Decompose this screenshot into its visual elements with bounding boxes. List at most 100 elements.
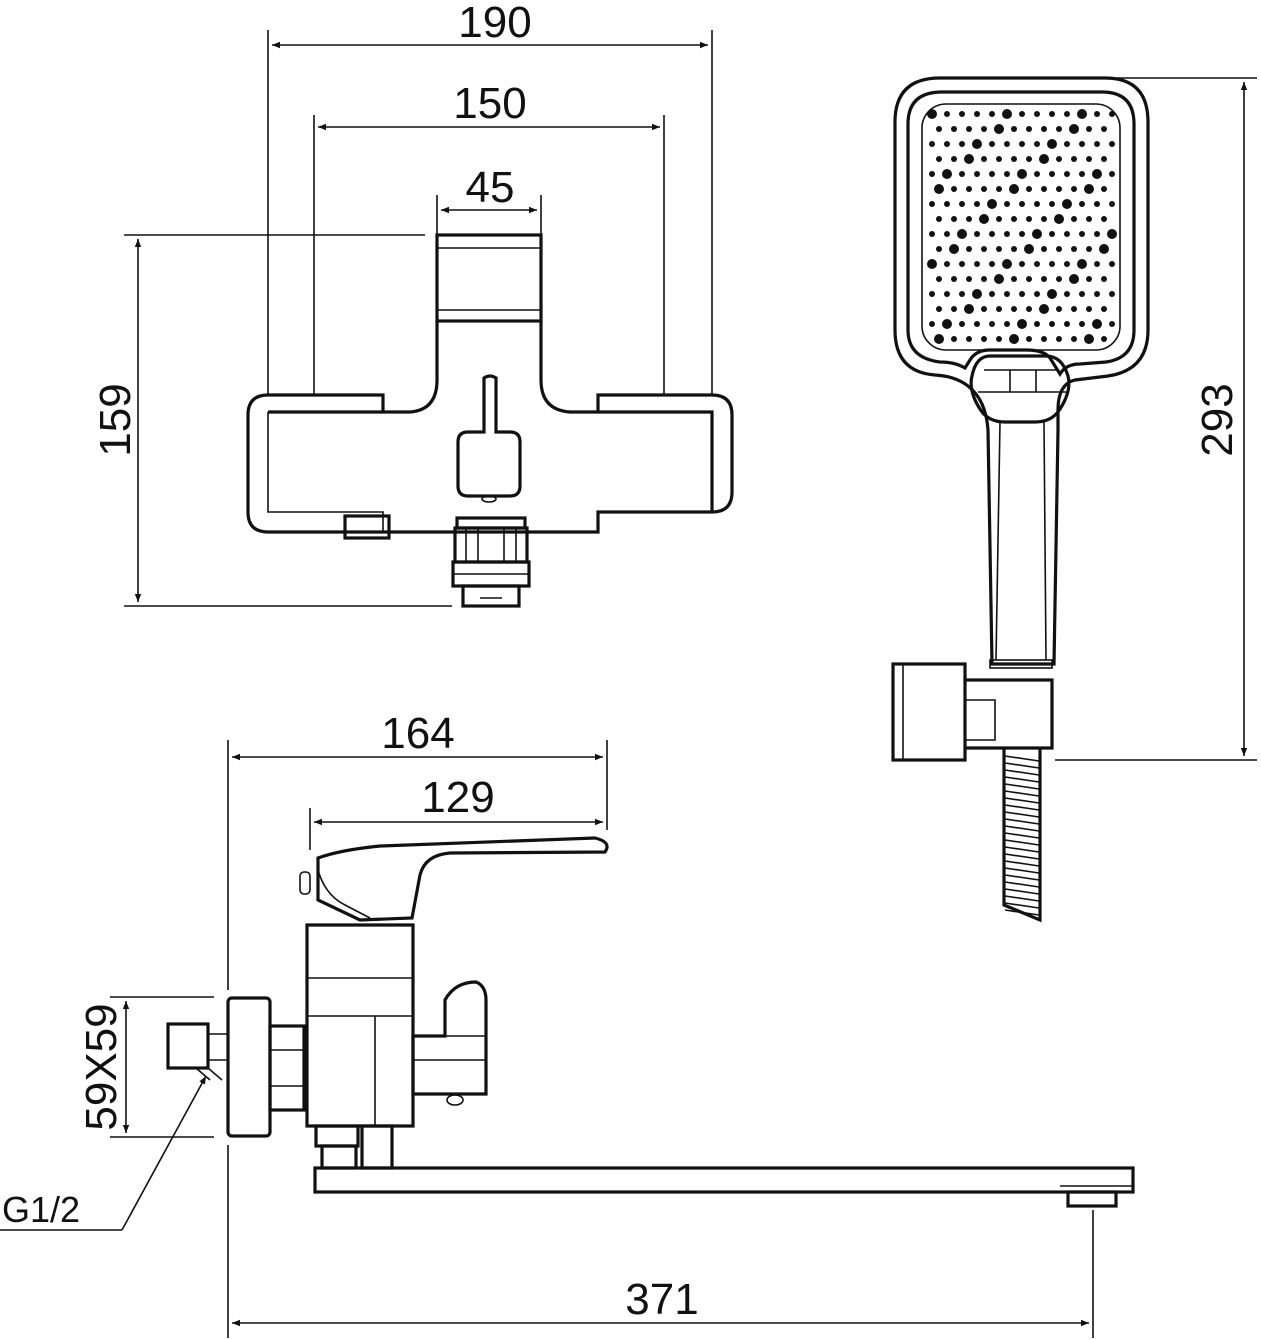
spray-nozzle bbox=[1064, 231, 1070, 237]
spray-nozzle bbox=[1077, 109, 1087, 119]
spray-nozzle bbox=[1064, 171, 1070, 177]
hose-coil bbox=[1004, 895, 1040, 902]
spray-nozzle bbox=[996, 216, 1002, 222]
spray-nozzle bbox=[951, 276, 957, 282]
spray-nozzle bbox=[1079, 141, 1085, 147]
spray-nozzle bbox=[929, 171, 935, 177]
spray-nozzle bbox=[1092, 319, 1102, 329]
spray-nozzle bbox=[1002, 109, 1012, 119]
dim-flange: 59X59 bbox=[77, 1003, 126, 1130]
spray-nozzle bbox=[1094, 141, 1100, 147]
spray-nozzle bbox=[1056, 276, 1062, 282]
spray-nozzle bbox=[944, 231, 950, 237]
hose-coil bbox=[1004, 846, 1040, 853]
spray-nozzle bbox=[1019, 231, 1025, 237]
hose-coil bbox=[1004, 825, 1040, 832]
spray-nozzle bbox=[994, 124, 1004, 134]
spray-nozzle bbox=[951, 336, 957, 342]
spray-nozzle bbox=[1101, 306, 1107, 312]
spray-nozzle bbox=[989, 231, 995, 237]
spray-nozzle bbox=[989, 291, 995, 297]
spray-nozzle bbox=[989, 261, 995, 267]
spray-nozzle bbox=[1049, 111, 1055, 117]
spray-nozzle bbox=[1069, 274, 1079, 284]
spray-nozzle bbox=[964, 154, 974, 164]
spray-nozzle bbox=[996, 336, 1002, 342]
spray-nozzle bbox=[1101, 216, 1107, 222]
spray-nozzle bbox=[996, 186, 1002, 192]
spray-nozzle bbox=[927, 109, 937, 119]
spray-nozzle bbox=[1109, 141, 1115, 147]
spray-nozzle bbox=[966, 336, 972, 342]
hose-coil bbox=[1004, 762, 1040, 769]
spray-nozzle bbox=[1084, 334, 1094, 344]
spray-nozzle bbox=[1041, 186, 1047, 192]
spray-nozzle bbox=[1049, 171, 1055, 177]
spray-nozzle bbox=[1049, 201, 1055, 207]
spray-nozzle bbox=[981, 336, 987, 342]
spray-nozzle bbox=[974, 231, 980, 237]
spray-nozzle bbox=[1107, 229, 1117, 239]
spray-mode-button bbox=[969, 354, 1071, 424]
spray-nozzle bbox=[1011, 126, 1017, 132]
spray-nozzle bbox=[959, 171, 965, 177]
front-view: 190 150 45 159 bbox=[91, 0, 734, 608]
spray-nozzle bbox=[951, 216, 957, 222]
spray-nozzle bbox=[1101, 186, 1107, 192]
spray-nozzle bbox=[1041, 216, 1047, 222]
spray-nozzle bbox=[1069, 124, 1079, 134]
thread-label: G1/2 bbox=[2, 1189, 80, 1230]
spray-nozzle bbox=[1032, 229, 1042, 239]
spray-nozzle bbox=[1056, 186, 1062, 192]
spray-nozzle bbox=[1056, 246, 1062, 252]
spray-nozzle bbox=[974, 201, 980, 207]
spray-nozzle bbox=[1017, 319, 1027, 329]
spray-nozzle bbox=[1064, 261, 1070, 267]
mixer-body bbox=[246, 321, 734, 534]
spray-nozzle bbox=[1011, 156, 1017, 162]
spray-nozzle bbox=[1094, 231, 1100, 237]
spray-nozzle bbox=[1084, 184, 1094, 194]
spray-nozzle bbox=[929, 201, 935, 207]
spray-nozzle bbox=[1086, 216, 1092, 222]
hose-coil bbox=[1004, 804, 1040, 811]
bottom-outlet bbox=[320, 1144, 358, 1170]
spray-nozzle bbox=[1109, 201, 1115, 207]
spray-nozzle bbox=[1094, 201, 1100, 207]
spray-nozzle bbox=[966, 276, 972, 282]
spray-nozzle bbox=[1094, 261, 1100, 267]
spray-nozzle bbox=[1034, 291, 1040, 297]
spray-nozzle bbox=[1034, 201, 1040, 207]
spray-nozzle bbox=[981, 156, 987, 162]
spray-nozzle bbox=[1019, 111, 1025, 117]
hose-coils bbox=[1004, 755, 1040, 916]
spray-nozzle bbox=[1026, 216, 1032, 222]
spray-nozzle bbox=[959, 141, 965, 147]
lever-handle-side bbox=[316, 836, 609, 922]
spray-nozzle bbox=[1049, 261, 1055, 267]
spray-nozzle bbox=[1109, 261, 1115, 267]
spray-nozzle bbox=[1011, 306, 1017, 312]
spray-nozzle bbox=[996, 246, 1002, 252]
spray-plate bbox=[921, 103, 1121, 351]
spray-nozzle bbox=[1019, 291, 1025, 297]
spray-nozzle bbox=[1062, 199, 1072, 209]
diverter-knob bbox=[411, 980, 488, 1096]
dim-depth-total: 164 bbox=[381, 709, 454, 758]
spray-nozzle bbox=[1064, 321, 1070, 327]
spray-nozzle bbox=[929, 141, 935, 147]
spray-nozzle bbox=[989, 321, 995, 327]
spray-nozzle bbox=[979, 214, 989, 224]
spray-nozzle bbox=[1034, 261, 1040, 267]
spray-nozzle bbox=[1026, 186, 1032, 192]
shower-head-body bbox=[893, 76, 1150, 666]
hose-coil bbox=[1004, 783, 1040, 790]
spray-nozzle bbox=[1109, 171, 1115, 177]
spray-nozzle bbox=[1019, 141, 1025, 147]
spray-nozzle bbox=[1011, 216, 1017, 222]
hose-connector-tip bbox=[461, 584, 521, 608]
spray-nozzle bbox=[989, 171, 995, 177]
thread-leader bbox=[121, 1075, 207, 1231]
dim-spout-reach: 371 bbox=[625, 1275, 698, 1324]
spray-nozzle bbox=[936, 306, 942, 312]
